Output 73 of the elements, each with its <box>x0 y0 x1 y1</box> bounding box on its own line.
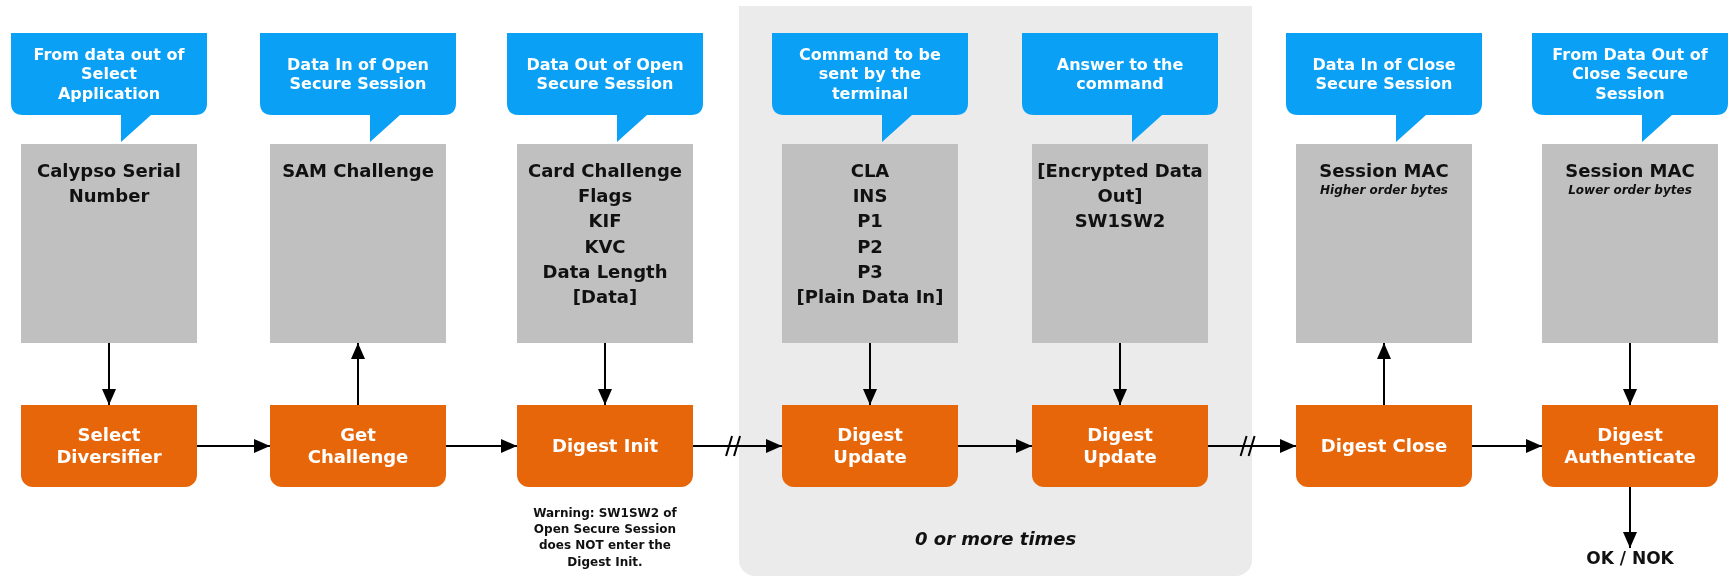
warning-note: Warning: SW1SW2 of Open Secure Session does NOT enter the Digest Init. <box>532 505 678 570</box>
data-field: KIF <box>588 208 622 234</box>
step-label: Get Challenge <box>306 423 410 469</box>
step-label: Digest Update <box>1082 423 1158 469</box>
data-field: P1 <box>857 208 883 234</box>
callout-bubble <box>260 33 456 142</box>
step-label: Digest Authenticate <box>1564 423 1696 469</box>
callout-bubble <box>507 33 703 142</box>
data-box <box>270 144 446 343</box>
data-field: [Encrypted Data Out] <box>1032 158 1208 209</box>
data-field: Flags <box>577 183 633 209</box>
field-note: Lower order bytes <box>1568 183 1692 199</box>
callout-text: Data In of Open Secure Session <box>286 54 430 94</box>
callout-bubble <box>1532 33 1728 142</box>
step-box <box>1542 405 1718 487</box>
data-field: Card Challenge <box>528 158 682 184</box>
data-box <box>517 144 693 343</box>
step-box <box>21 405 197 487</box>
arrow <box>1471 439 1543 453</box>
callout-bubble <box>11 33 207 142</box>
step-label: Digest Init <box>551 434 659 458</box>
arrow <box>102 342 116 406</box>
data-field: [Plain Data In] <box>796 283 944 310</box>
data-field: Calypso Serial Number <box>21 158 197 209</box>
arrow <box>957 439 1033 453</box>
loop-note: 0 or more times <box>915 528 1077 549</box>
data-field: Session MAC <box>1319 158 1449 184</box>
step-box <box>1296 405 1472 487</box>
data-field: [Data] <box>572 283 638 310</box>
callout-bubble <box>1286 33 1482 142</box>
data-field: CLA <box>850 158 890 184</box>
data-field: P2 <box>857 233 883 259</box>
arrow <box>1377 342 1391 406</box>
callout-text: From Data Out of Close Secure Session <box>1551 45 1709 103</box>
arrow <box>863 342 877 406</box>
callout-bubble <box>772 33 968 142</box>
arrow <box>1113 342 1127 406</box>
step-box <box>270 405 446 487</box>
data-field: P3 <box>857 258 883 284</box>
callout-text: Data Out of Open Secure Session <box>525 54 685 94</box>
step-box <box>517 405 693 487</box>
step-box <box>1032 405 1208 487</box>
arrow <box>1623 486 1637 549</box>
arrow <box>1623 342 1637 406</box>
data-field: KVC <box>584 233 626 259</box>
loop-region <box>739 6 1252 576</box>
data-box <box>1542 144 1718 343</box>
callout-text: From data out of Select Application <box>32 45 186 103</box>
data-field: Session MAC <box>1565 158 1695 184</box>
data-box <box>782 144 958 343</box>
step-label: Select Diversifier <box>55 423 163 469</box>
data-box <box>1296 144 1472 343</box>
arrow <box>598 342 612 406</box>
data-box <box>21 144 197 343</box>
data-field: INS <box>852 183 888 209</box>
arrow <box>351 342 365 406</box>
arrow <box>196 439 271 453</box>
arrow <box>1207 439 1297 453</box>
step-label: Digest Update <box>832 423 908 469</box>
callout-text: Answer to the command <box>1055 54 1185 94</box>
callout-text: Data In of Close Secure Session <box>1311 54 1457 94</box>
field-note: Higher order bytes <box>1320 183 1448 199</box>
arrow <box>692 439 783 453</box>
callout-bubble <box>1022 33 1218 142</box>
data-field: SW1SW2 <box>1074 208 1166 234</box>
step-label: Digest Close <box>1320 434 1448 458</box>
result-label: OK / NOK <box>1580 548 1680 572</box>
data-field: Data Length <box>542 258 668 284</box>
data-box <box>1032 144 1208 343</box>
step-box <box>782 405 958 487</box>
callout-text: Command to be sent by the terminal <box>798 45 942 103</box>
arrow <box>445 439 518 453</box>
data-field: SAM Challenge <box>282 158 434 184</box>
